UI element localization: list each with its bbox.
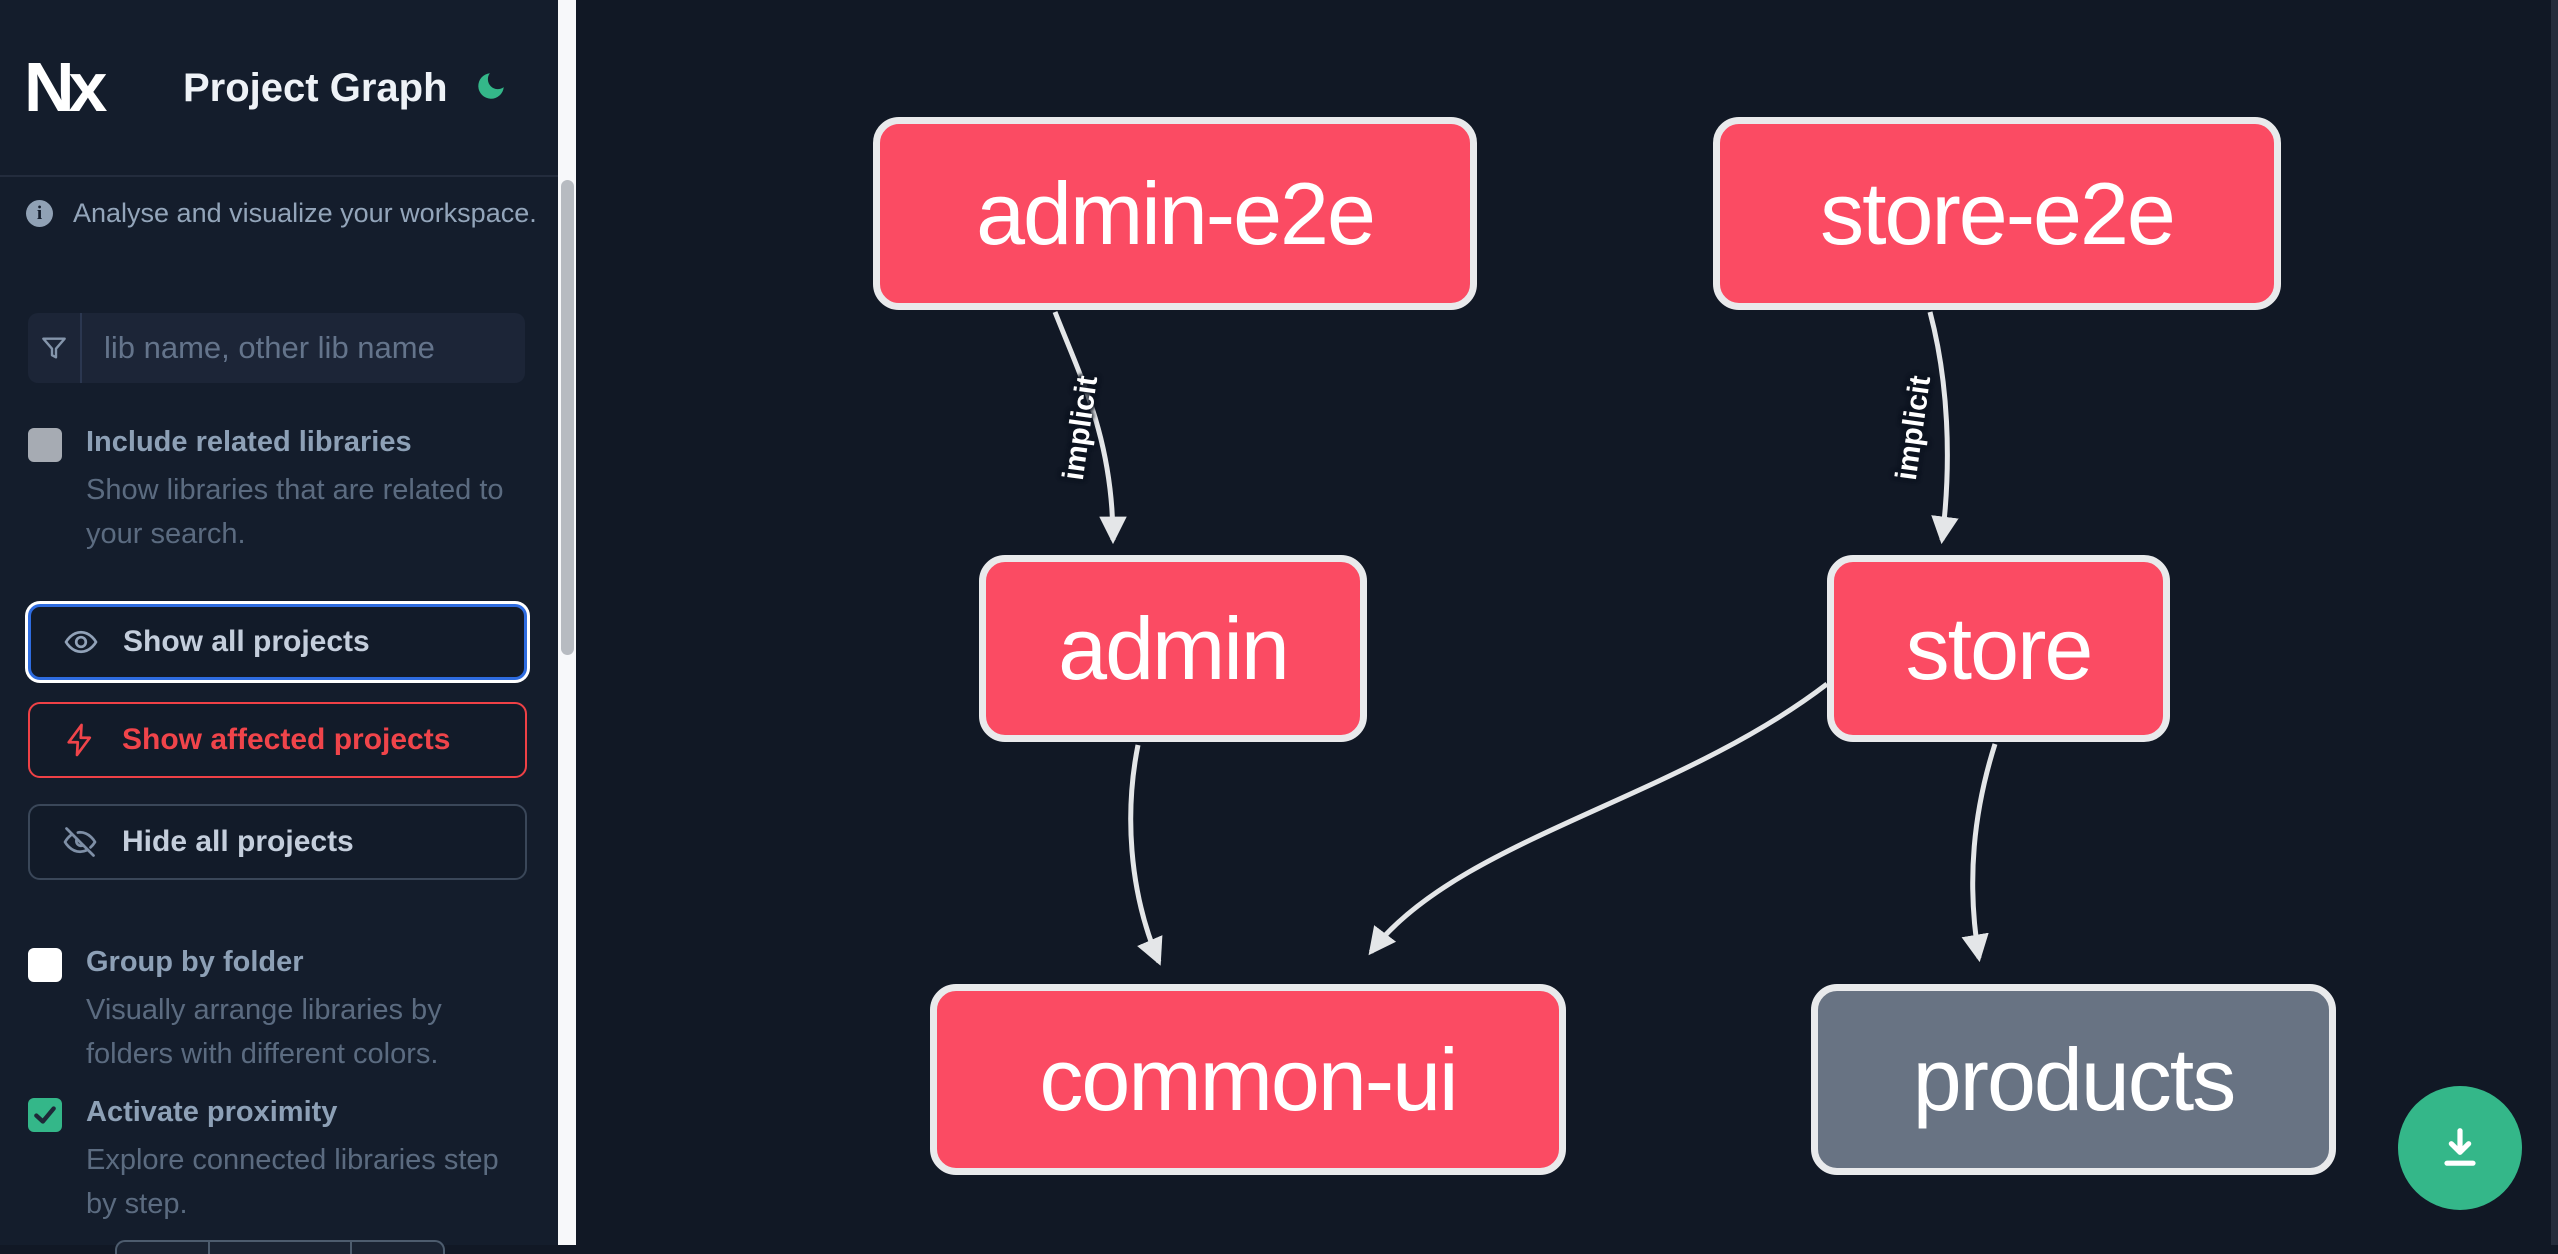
stepper-value bbox=[210, 1242, 352, 1254]
graph-edge-store-to-common-ui[interactable] bbox=[1368, 682, 1829, 956]
check-icon bbox=[34, 1106, 56, 1124]
button-label: Show all projects bbox=[123, 625, 370, 658]
eye-icon bbox=[64, 630, 98, 654]
show-affected-projects-button[interactable]: Show affected projects bbox=[28, 702, 527, 778]
graph-edge-admin-to-common-ui[interactable] bbox=[1128, 744, 1163, 966]
checkbox-label[interactable]: Group by folder bbox=[86, 946, 304, 978]
show-all-projects-button[interactable]: Show all projects bbox=[28, 604, 527, 680]
search-input[interactable] bbox=[82, 313, 525, 383]
search-box bbox=[28, 313, 525, 383]
checkbox-description: Visually arrange libraries by folders wi… bbox=[86, 994, 442, 1070]
graph-node-common-ui[interactable]: common-ui bbox=[930, 984, 1566, 1175]
filter-icon bbox=[28, 313, 82, 383]
checkbox-label[interactable]: Activate proximity bbox=[86, 1096, 338, 1128]
hide-all-projects-button[interactable]: Hide all projects bbox=[28, 804, 527, 880]
checkbox-row-include-related: Include related libraries Show libraries… bbox=[28, 426, 533, 556]
edges-layer bbox=[1052, 311, 1998, 966]
header-divider bbox=[0, 175, 558, 177]
include-related-checkbox[interactable] bbox=[28, 428, 62, 462]
checkbox-row-activate-proximity: Activate proximity Explore connected lib… bbox=[28, 1096, 533, 1226]
checkbox-label[interactable]: Include related libraries bbox=[86, 426, 412, 458]
download-icon bbox=[2444, 1128, 2476, 1166]
canvas-scrollbar[interactable] bbox=[2551, 0, 2558, 1245]
graph-node-store[interactable]: store bbox=[1827, 555, 2170, 742]
lightning-icon bbox=[67, 723, 92, 757]
checkbox-description: Show libraries that are related to your … bbox=[86, 474, 504, 550]
group-by-folder-checkbox[interactable] bbox=[28, 948, 62, 982]
page-title: Project Graph bbox=[183, 66, 448, 110]
graph-node-store-e2e[interactable]: store-e2e bbox=[1713, 117, 2281, 310]
button-label: Show affected projects bbox=[122, 723, 451, 756]
proximity-depth-stepper[interactable] bbox=[115, 1240, 445, 1254]
project-graph-canvas[interactable]: admin-e2e store-e2e admin store common-ui pro… bbox=[576, 0, 2558, 1245]
download-graph-button[interactable] bbox=[2398, 1086, 2522, 1210]
sidebar: Nx Project Graph i Analyse and visualize… bbox=[0, 0, 558, 1254]
activate-proximity-checkbox[interactable] bbox=[28, 1098, 62, 1132]
graph-node-admin[interactable]: admin bbox=[979, 555, 1367, 742]
graph-node-admin-e2e[interactable]: admin-e2e bbox=[873, 117, 1477, 310]
graph-edge-admin-e2e-to-admin[interactable] bbox=[1052, 311, 1127, 545]
sidebar-scrollbar[interactable] bbox=[558, 0, 576, 1245]
moon-icon bbox=[478, 73, 504, 99]
graph-edge-store-to-products[interactable] bbox=[1961, 743, 1998, 963]
graph-edge-store-e2e-to-store[interactable] bbox=[1927, 311, 1959, 545]
dark-mode-toggle[interactable] bbox=[474, 69, 508, 103]
button-label: Hide all projects bbox=[122, 825, 354, 858]
checkbox-row-group-by-folder: Group by folder Visually arrange librari… bbox=[28, 946, 533, 1076]
info-icon: i bbox=[26, 200, 53, 227]
graph-node-products[interactable]: products bbox=[1811, 984, 2336, 1175]
stepper-decrement[interactable] bbox=[117, 1242, 210, 1254]
tagline-text: Analyse and visualize your workspace. bbox=[73, 198, 537, 228]
eye-off-icon bbox=[63, 827, 97, 857]
workspace-info: i Analyse and visualize your workspace. bbox=[26, 198, 537, 229]
nx-logo[interactable]: Nx bbox=[24, 48, 107, 126]
checkbox-description: Explore connected libraries step by step… bbox=[86, 1144, 499, 1220]
scrollbar-thumb[interactable] bbox=[561, 180, 574, 655]
